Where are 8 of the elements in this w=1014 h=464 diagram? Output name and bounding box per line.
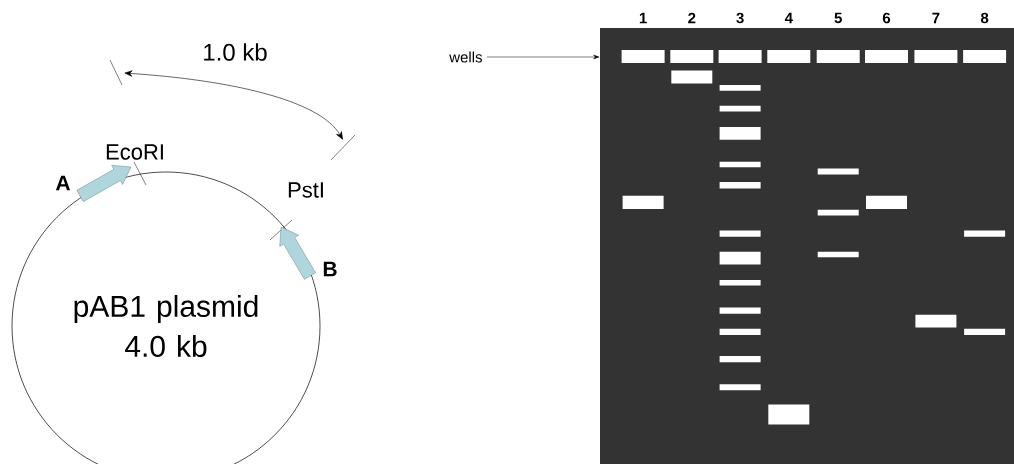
primer-label: B (323, 261, 337, 277)
primer-label: A (55, 175, 71, 191)
site-label: PstI (288, 182, 323, 198)
dimension-label: 1.0 kb (204, 43, 267, 61)
leader-line (486, 54, 600, 60)
gel (600, 28, 1014, 464)
wells-label: wells (449, 51, 482, 63)
site-label: EcoRI (106, 144, 163, 160)
